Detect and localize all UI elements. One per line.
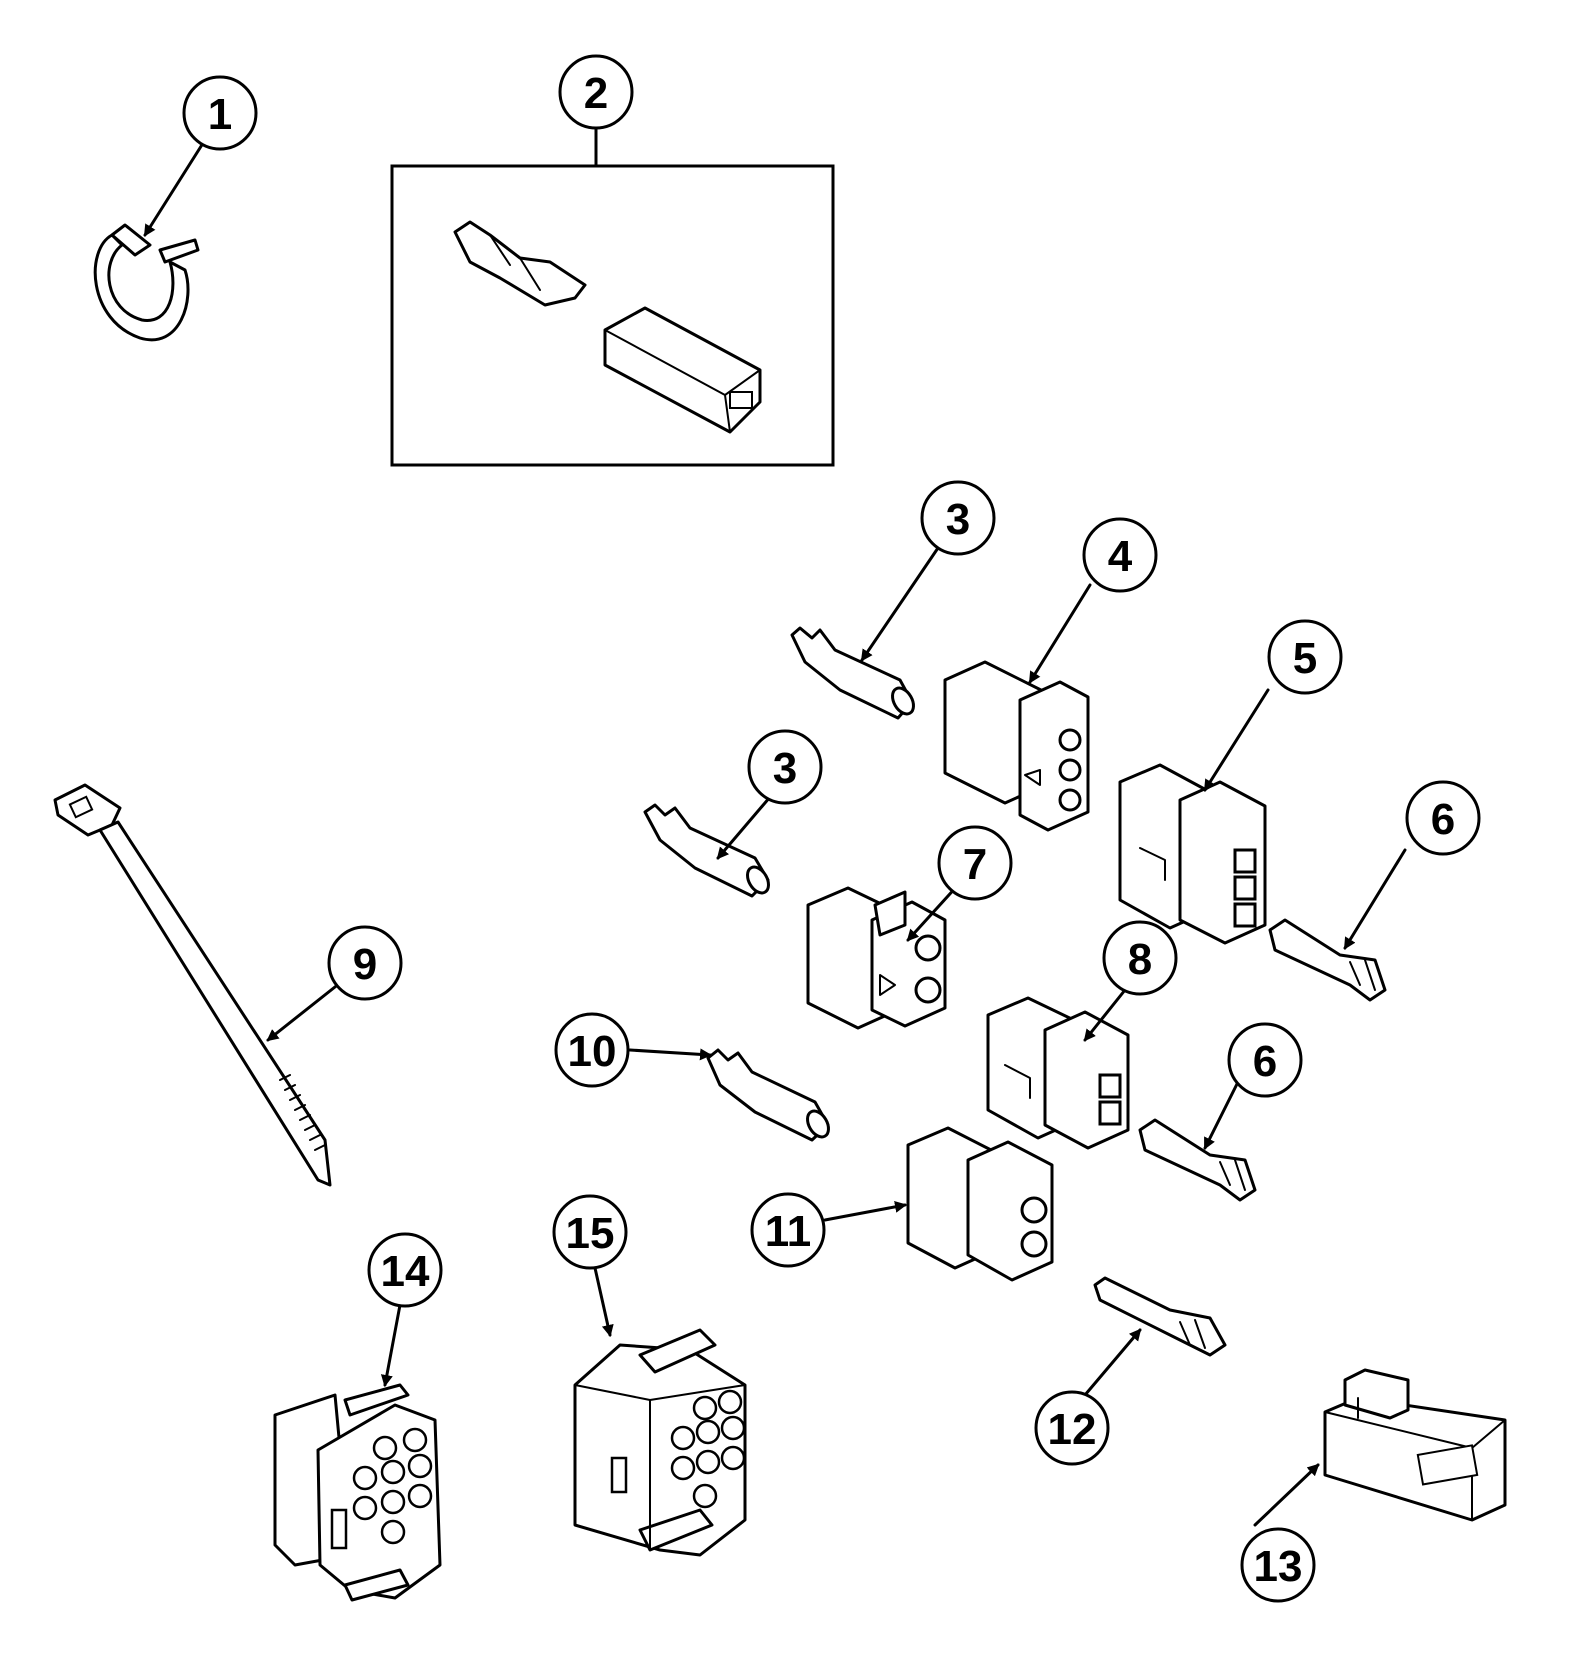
callout-11-label: 11 [765,1207,812,1256]
callout-9-label: 9 [353,940,377,989]
callout-10-label: 10 [568,1027,617,1076]
callout-7: 7 [937,825,1013,901]
callout-6-lower: 6 [1227,1022,1303,1098]
part-3-lower-terminal [643,803,770,898]
callout-1: 1 [182,75,258,151]
part-3-upper-terminal [790,626,915,720]
callout-13-label: 13 [1254,1542,1303,1591]
part-5-three-pin-receptacle [1118,763,1267,945]
part-6-lower-terminal [1138,1118,1257,1202]
part-2-terminal-kit [390,164,835,467]
callout-8: 8 [1102,920,1178,996]
part-10-terminal [706,1048,830,1142]
callout-5-label: 5 [1293,634,1317,683]
callout-7-label: 7 [963,840,987,889]
callout-10: 10 [554,1012,630,1088]
callout-2: 2 [558,54,634,130]
callout-4: 4 [1082,517,1158,593]
callout-1-label: 1 [208,90,232,139]
part-13-three-pin-connector [1323,1368,1507,1522]
callout-14: 14 [367,1232,443,1308]
callout-13: 13 [1240,1527,1316,1603]
callout-3-lower: 3 [747,729,823,805]
callout-11: 11 [750,1192,826,1268]
callout-8-label: 8 [1128,935,1152,984]
part-4-three-pin-housing [943,660,1090,832]
callout-6-lower-label: 6 [1253,1037,1277,1086]
leader-lines [143,125,1407,1527]
callout-14-label: 14 [381,1247,430,1296]
callout-3-upper: 3 [920,480,996,556]
part-12-pin-terminal [1093,1276,1227,1357]
callout-6-upper: 6 [1405,780,1481,856]
part-6-upper-terminal [1268,918,1387,1002]
callout-12: 12 [1034,1390,1110,1466]
part-14-nine-pin-housing [273,1383,442,1602]
callout-3-upper-label: 3 [946,495,970,544]
callout-2-label: 2 [584,69,608,118]
callout-12-label: 12 [1048,1405,1097,1454]
callout-15-label: 15 [566,1209,615,1258]
part-8-two-pin-receptacle [986,996,1130,1150]
callout-4-label: 4 [1108,532,1133,581]
part-11-two-pin-housing [906,1126,1054,1282]
callout-5: 5 [1267,619,1343,695]
callout-3-lower-label: 3 [773,744,797,793]
part-9-cable-tie [53,783,332,1187]
part-15-nine-pin-housing [573,1328,747,1557]
part-1-cable-clamp [93,223,200,342]
callout-9: 9 [327,925,403,1001]
callout-15: 15 [552,1194,628,1270]
part-7-two-pin-housing [806,886,947,1030]
callout-6-upper-label: 6 [1431,795,1455,844]
